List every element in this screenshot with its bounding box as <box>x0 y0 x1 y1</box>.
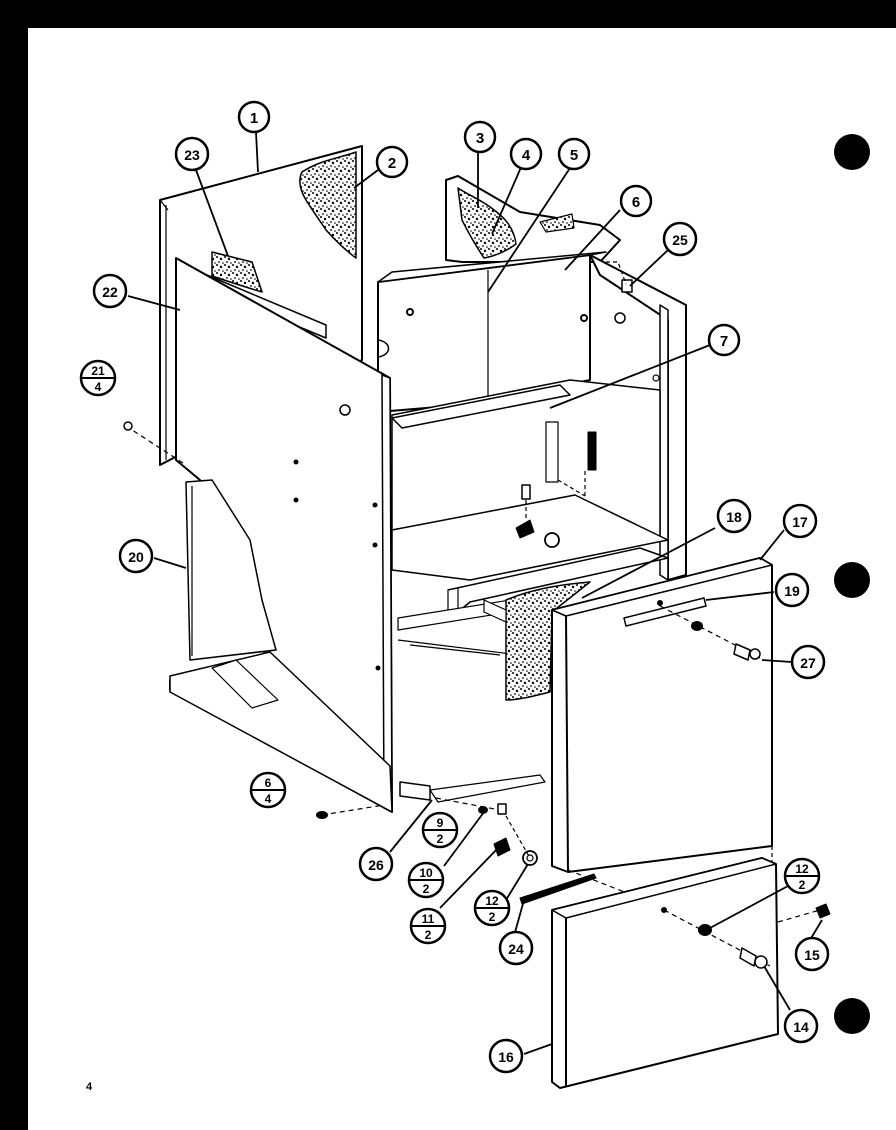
svg-text:11: 11 <box>422 912 435 926</box>
leader-lines <box>127 131 823 1055</box>
insulation-2 <box>299 151 357 259</box>
svg-text:3: 3 <box>476 130 484 147</box>
callout-14: 14 <box>783 1008 819 1044</box>
callout-17: 17 <box>782 503 818 539</box>
callout-15: 15 <box>794 936 830 972</box>
svg-text:17: 17 <box>792 514 808 530</box>
svg-text:27: 27 <box>800 655 816 671</box>
callout-23: 23 <box>174 136 210 172</box>
callout-19: 19 <box>774 572 810 608</box>
svg-text:14: 14 <box>793 1019 809 1035</box>
svg-text:19: 19 <box>784 583 800 599</box>
cabinet-drawing <box>123 145 831 1089</box>
svg-text:9: 9 <box>437 816 444 830</box>
svg-text:23: 23 <box>184 147 200 163</box>
callout-2: 2 <box>375 145 409 179</box>
svg-text:12: 12 <box>795 862 809 876</box>
fraction-callout-12-2-right: 122 <box>783 857 821 895</box>
svg-text:2: 2 <box>425 928 432 942</box>
fraction-callout-9-2: 92 <box>421 811 459 849</box>
svg-text:15: 15 <box>804 947 820 963</box>
svg-text:4: 4 <box>95 380 102 394</box>
svg-text:4: 4 <box>522 147 531 164</box>
svg-text:6: 6 <box>632 194 640 211</box>
fraction-callout-21-4: 214 <box>79 359 117 397</box>
svg-text:20: 20 <box>128 549 144 565</box>
callout-5: 5 <box>557 137 591 171</box>
svg-text:16: 16 <box>498 1049 514 1065</box>
callout-3: 3 <box>463 120 497 154</box>
insulation-18 <box>505 581 591 701</box>
callout-16: 16 <box>488 1038 524 1074</box>
svg-text:1: 1 <box>250 110 258 127</box>
svg-text:7: 7 <box>720 333 728 350</box>
callout-7: 7 <box>707 323 741 357</box>
svg-text:2: 2 <box>489 910 496 924</box>
callout-22: 22 <box>92 273 128 309</box>
binder-hole-top <box>834 134 870 170</box>
callout-25: 25 <box>662 221 698 257</box>
callout-27: 27 <box>790 644 826 680</box>
access-panel-20 <box>185 479 277 661</box>
svg-text:25: 25 <box>672 232 688 248</box>
callout-4: 4 <box>509 137 543 171</box>
svg-text:18: 18 <box>726 509 742 525</box>
fraction-callout-11-2: 112 <box>409 907 447 945</box>
svg-text:26: 26 <box>368 857 384 873</box>
callout-1: 1 <box>237 100 271 134</box>
svg-text:12: 12 <box>485 894 499 908</box>
svg-text:2: 2 <box>423 882 430 896</box>
svg-text:22: 22 <box>102 284 118 300</box>
svg-text:2: 2 <box>799 878 806 892</box>
svg-text:4: 4 <box>265 792 272 806</box>
fraction-callout-12-2-left: 122 <box>473 889 511 927</box>
callout-26: 26 <box>358 846 394 882</box>
bracket-25 <box>621 279 633 293</box>
cabinet-shelf <box>391 494 669 581</box>
callout-6: 6 <box>619 184 653 218</box>
insulation-23 <box>211 251 263 293</box>
fraction-callout-6-4: 64 <box>249 771 287 809</box>
svg-text:5: 5 <box>570 147 578 164</box>
front-rail-26 <box>399 781 431 801</box>
svg-text:10: 10 <box>419 866 433 880</box>
svg-text:24: 24 <box>508 941 524 957</box>
page-number: 4 <box>86 1081 93 1093</box>
binder-hole-bottom <box>834 998 870 1034</box>
binder-hole-middle <box>834 562 870 598</box>
svg-text:2: 2 <box>437 832 444 846</box>
svg-text:6: 6 <box>265 776 272 790</box>
door-handle-19 <box>623 597 707 627</box>
callout-20: 20 <box>118 538 154 574</box>
insulation-3 <box>457 187 517 259</box>
filter-strip-24 <box>519 873 597 905</box>
fraction-callout-10-2: 102 <box>407 861 445 899</box>
callout-18: 18 <box>716 498 752 534</box>
callout-24: 24 <box>498 930 534 966</box>
svg-text:21: 21 <box>91 364 105 378</box>
svg-text:2: 2 <box>388 155 396 172</box>
